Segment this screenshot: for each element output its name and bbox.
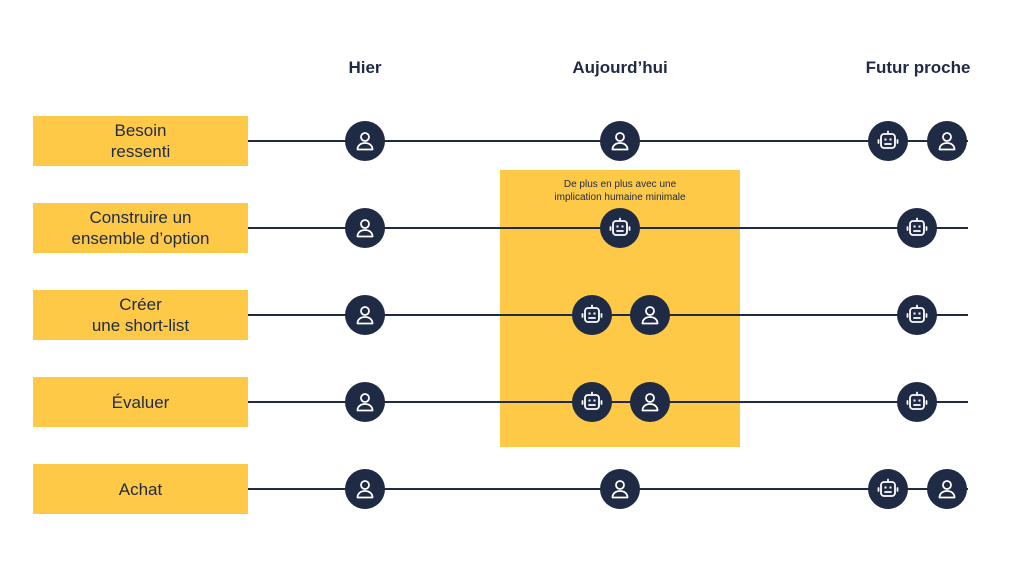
person-icon — [345, 469, 385, 509]
robot-icon — [897, 295, 937, 335]
robot-icon — [868, 469, 908, 509]
person-icon — [345, 295, 385, 335]
person-icon — [345, 382, 385, 422]
person-icon — [927, 121, 967, 161]
column-header-aujourdhui: Aujourd’hui — [572, 58, 668, 77]
highlight-note: De plus en plus avec une implication hum… — [554, 179, 686, 203]
column-header-hier: Hier — [348, 58, 382, 77]
person-icon — [345, 208, 385, 248]
robot-icon — [868, 121, 908, 161]
row-label-besoin-ressenti: Besoin ressenti — [33, 116, 248, 166]
robot-icon — [600, 208, 640, 248]
robot-icon — [897, 208, 937, 248]
person-icon — [345, 121, 385, 161]
person-icon — [927, 469, 967, 509]
robot-icon — [897, 382, 937, 422]
person-icon — [600, 469, 640, 509]
person-icon — [630, 295, 670, 335]
person-icon — [600, 121, 640, 161]
row-label-construire: Construire un ensemble d’option — [33, 203, 248, 253]
row-label-achat: Achat — [33, 464, 248, 514]
robot-icon — [572, 295, 612, 335]
row-label-evaluer: Évaluer — [33, 377, 248, 427]
column-header-futur-proche: Futur proche — [865, 58, 971, 77]
robot-icon — [572, 382, 612, 422]
person-icon — [630, 382, 670, 422]
row-label-short-list: Créer une short-list — [33, 290, 248, 340]
